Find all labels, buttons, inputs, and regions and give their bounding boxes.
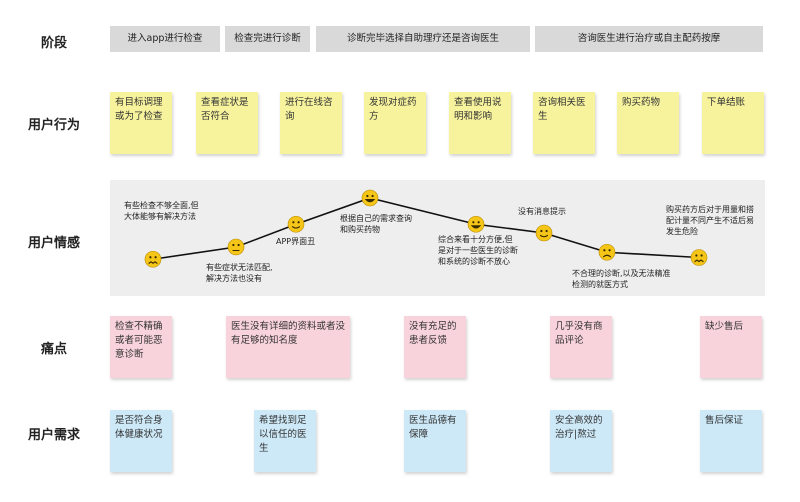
emotion-label-4: 根据自己的需求查询和购买药物 xyxy=(340,214,412,234)
emotion-label-6: 没有消息提示 xyxy=(518,207,566,216)
stage-2: 检查完进行诊断 xyxy=(225,26,310,52)
action-note-5: 查看使用说明和影响 xyxy=(449,92,511,154)
pain-note-2: 医生没有详细的资料或者没有足够的知名度 xyxy=(226,316,350,378)
need-note-2: 希望找到足以信任的医生 xyxy=(254,410,316,472)
stage-3: 诊断完毕选择自助理疗还是咨询医生 xyxy=(316,26,530,52)
need-note-5: 售后保证 xyxy=(700,410,762,472)
emoji-happy-icon xyxy=(467,215,485,233)
row-label-needs: 用户需求 xyxy=(27,428,80,443)
emotion-label-2: 有些症状无法匹配,解决方法也没有 xyxy=(206,263,273,283)
stage-1: 进入app进行检查 xyxy=(110,26,220,52)
pain-note-4: 几乎没有商品评论 xyxy=(550,316,612,378)
emoji-smile-icon xyxy=(535,224,553,242)
emotion-curve-line xyxy=(152,197,700,261)
row-label-actions: 用户行为 xyxy=(27,118,80,133)
action-note-4: 发现对症药方 xyxy=(364,92,426,154)
action-note-2: 查看症状是否符合 xyxy=(196,92,258,154)
emotion-label-5: 综合来看十分方便,但是对于一些医生的诊断和系统的诊断不放心 xyxy=(438,235,518,266)
row-label-pain: 痛点 xyxy=(40,342,67,357)
pain-note-1: 检查不精确或者可能恶意诊断 xyxy=(110,316,172,378)
need-note-3: 医生品德有保障 xyxy=(404,410,466,472)
emoji-frown-icon xyxy=(690,249,708,266)
action-note-8: 下单结账 xyxy=(702,92,764,154)
row-label-emotion: 用户情感 xyxy=(27,236,80,251)
emoji-neutral-icon xyxy=(227,238,245,256)
action-note-7: 购买药物 xyxy=(617,92,679,154)
emotion-start-label: 有些检查不够全面,但大体能够有解决方法 xyxy=(124,201,199,221)
emotion-label-3: APP界面丑 xyxy=(276,237,316,246)
action-note-6: 咨询相关医生 xyxy=(533,92,595,154)
action-note-3: 进行在线咨询 xyxy=(280,92,342,154)
emoji-frown-icon xyxy=(144,250,162,268)
emoji-smile-icon xyxy=(287,215,305,233)
need-note-4: 安全高效的治疗|熬过 xyxy=(550,410,612,472)
emoji-sad-icon xyxy=(598,243,616,261)
emoji-happy-icon xyxy=(361,189,379,207)
emotion-curve xyxy=(144,189,708,268)
emotion-curve-panel xyxy=(110,180,765,296)
need-note-1: 是否符合身体健康状况 xyxy=(110,410,172,472)
pain-note-5: 缺少售后 xyxy=(700,316,762,378)
row-label-stage: 阶段 xyxy=(40,36,67,51)
stage-4: 咨询医生进行治疗或自主配药按摩 xyxy=(535,26,763,52)
action-note-1: 有目标调理或为了检查 xyxy=(110,92,172,154)
pain-note-3: 没有充足的患者反馈 xyxy=(404,316,466,378)
emotion-label-8: 购买药方后对于用量和搭配计量不同产生不适后易发生危险 xyxy=(666,205,754,236)
emotion-label-7: 不合理的诊断,以及无法精准检测的就医方式 xyxy=(572,269,671,289)
